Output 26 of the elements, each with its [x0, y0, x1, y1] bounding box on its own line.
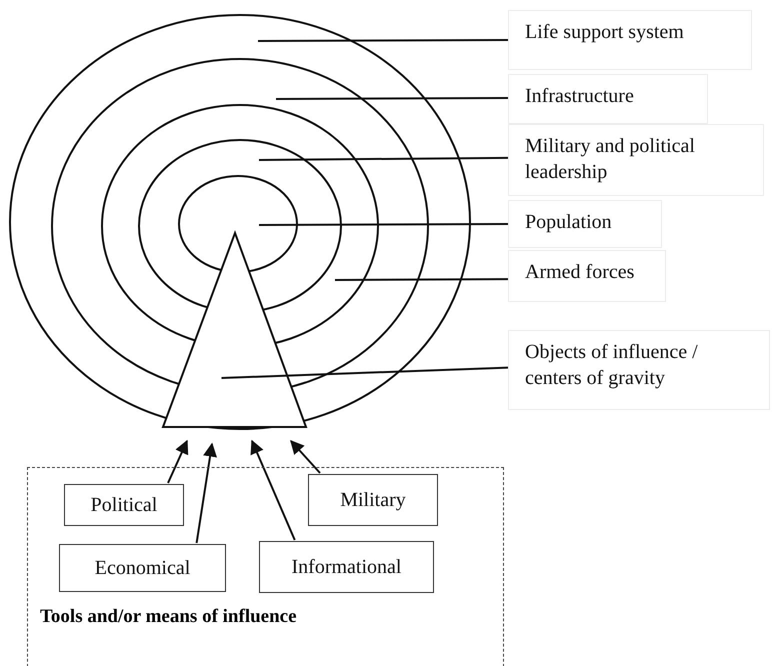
dashed-group-box: [27, 467, 504, 666]
callout-label: Objects of influence / centers of gravity: [508, 330, 770, 410]
tool-box: Political: [64, 484, 184, 526]
leader-line: [221, 366, 508, 379]
arrow: [196, 442, 217, 544]
ring: [178, 175, 298, 273]
leader-line: [335, 278, 508, 281]
triangle: [162, 230, 308, 428]
leader-line: [259, 223, 508, 226]
tool-box: Economical: [59, 544, 226, 592]
leader-line: [276, 97, 508, 100]
callout-label: Armed forces: [508, 250, 666, 302]
arrow: [167, 440, 188, 484]
callout-label: Life support system: [508, 10, 752, 70]
callout-label: Infrastructure: [508, 74, 708, 124]
callout-label: Military and political leadership: [508, 124, 764, 196]
leader-line: [258, 39, 508, 42]
tool-box: Military: [308, 474, 438, 526]
ring: [9, 14, 471, 430]
callout-label: Population: [508, 200, 662, 248]
leader-line: [259, 156, 508, 161]
arrow: [290, 440, 321, 474]
tool-box: Informational: [259, 541, 434, 593]
ring: [138, 139, 342, 313]
group-title: Tools and/or means of influence: [40, 606, 297, 628]
arrow: [250, 440, 296, 540]
